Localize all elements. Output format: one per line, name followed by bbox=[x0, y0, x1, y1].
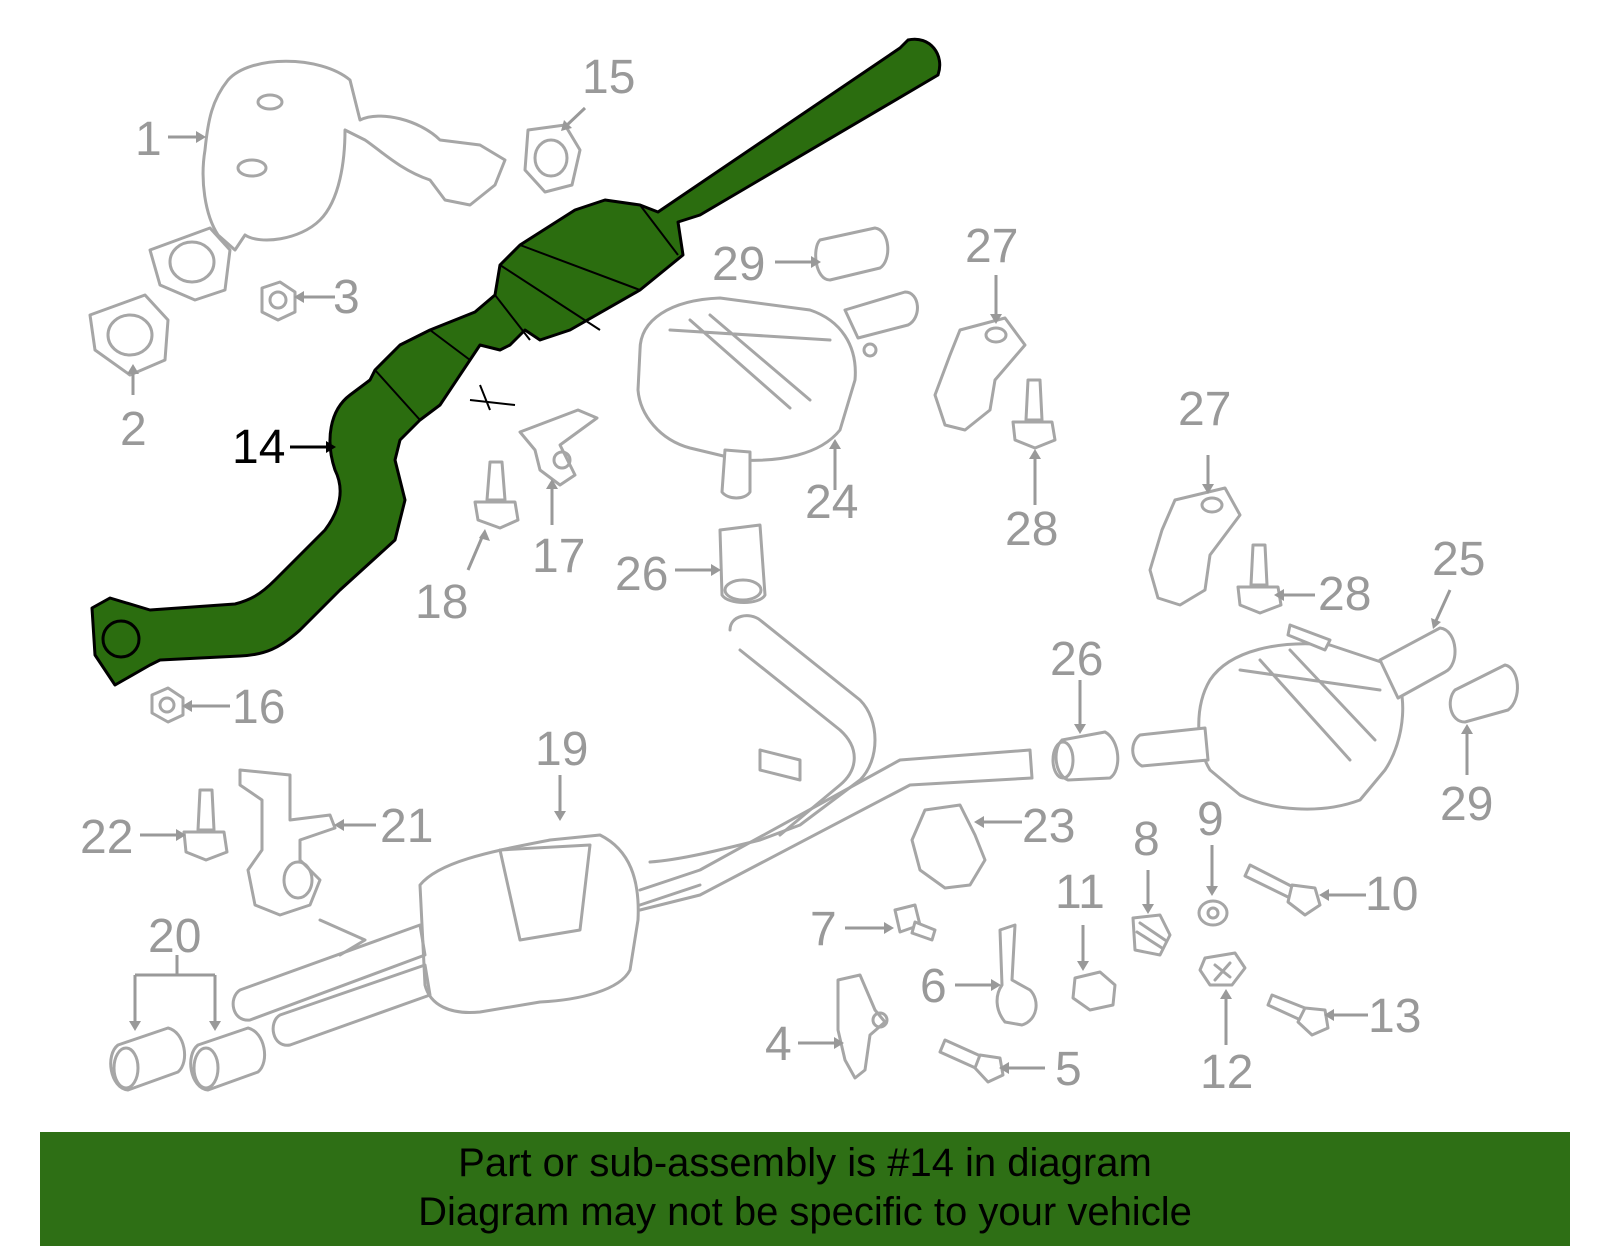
banner-line-disclaimer: Diagram may not be specific to your vehi… bbox=[418, 1190, 1192, 1234]
callout-11[interactable]: 11 bbox=[1055, 866, 1105, 919]
callout-10[interactable]: 10 bbox=[1365, 868, 1418, 921]
callout-6[interactable]: 6 bbox=[920, 960, 947, 1013]
part-27-hanger-upper[interactable] bbox=[933, 316, 1027, 432]
callout-29-upper[interactable]: 29 bbox=[712, 238, 765, 291]
part-4-bracket[interactable] bbox=[836, 973, 889, 1080]
part-26-clamp-lower[interactable] bbox=[1051, 730, 1120, 782]
callout-5[interactable]: 5 bbox=[1055, 1043, 1082, 1096]
part-19-center-muffler-pipe[interactable] bbox=[231, 614, 1034, 1047]
part-11-clip[interactable] bbox=[1071, 970, 1117, 1012]
callout-21[interactable]: 21 bbox=[380, 800, 433, 853]
info-banner: Part or sub-assembly is #14 in diagram D… bbox=[40, 1132, 1570, 1246]
part-17-bracket[interactable] bbox=[518, 408, 599, 487]
callout-27-lower[interactable]: 27 bbox=[1178, 383, 1231, 436]
callout-1[interactable]: 1 bbox=[135, 113, 162, 166]
part-12-screw[interactable] bbox=[1198, 951, 1247, 987]
part-2-gasket[interactable] bbox=[88, 293, 170, 377]
part-8-bushing[interactable] bbox=[1131, 913, 1172, 957]
callout-24[interactable]: 24 bbox=[805, 476, 858, 529]
callout-13[interactable]: 13 bbox=[1368, 990, 1421, 1043]
banner-line-part-info: Part or sub-assembly is #14 in diagram bbox=[458, 1141, 1152, 1185]
part-24-rear-muffler[interactable] bbox=[636, 290, 919, 500]
callout-15[interactable]: 15 bbox=[582, 51, 635, 104]
part-5-bolt[interactable] bbox=[938, 1038, 1005, 1084]
callout-labels: 1 2 3 4 5 6 7 8 9 10 11 12 13 14 15 16 1… bbox=[80, 51, 1493, 1099]
part-29-tip-top[interactable] bbox=[814, 226, 890, 282]
part-20-clamp-left[interactable] bbox=[109, 1026, 187, 1092]
part-16-nut[interactable] bbox=[150, 686, 185, 724]
callout-16[interactable]: 16 bbox=[232, 681, 285, 734]
callout-28-upper[interactable]: 28 bbox=[1005, 503, 1058, 556]
callout-28-lower[interactable]: 28 bbox=[1318, 568, 1371, 621]
part-21-hanger-bracket[interactable] bbox=[238, 768, 337, 917]
part-9-washer[interactable] bbox=[1197, 899, 1229, 927]
part-27-hanger-lower[interactable] bbox=[1148, 486, 1242, 607]
part-28-bolt-upper[interactable] bbox=[1011, 378, 1057, 450]
part-18-bolt[interactable] bbox=[473, 460, 520, 530]
part-14-front-pipe-highlighted[interactable] bbox=[90, 37, 942, 687]
part-23-isolator[interactable] bbox=[910, 803, 987, 890]
arrowheads bbox=[127, 120, 1473, 1074]
callout-26-upper[interactable]: 26 bbox=[615, 548, 668, 601]
callout-19[interactable]: 19 bbox=[535, 723, 588, 776]
part-22-bolt[interactable] bbox=[182, 788, 229, 862]
part-20-clamp-right[interactable] bbox=[189, 1026, 267, 1092]
callout-22[interactable]: 22 bbox=[80, 811, 133, 864]
callout-8[interactable]: 8 bbox=[1133, 813, 1160, 866]
callout-12[interactable]: 12 bbox=[1200, 1046, 1253, 1099]
callout-20[interactable]: 20 bbox=[148, 910, 201, 963]
part-7-bolt[interactable] bbox=[893, 903, 937, 942]
callout-9[interactable]: 9 bbox=[1197, 793, 1224, 846]
callout-18[interactable]: 18 bbox=[415, 576, 468, 629]
callout-25[interactable]: 25 bbox=[1432, 533, 1485, 586]
callout-7[interactable]: 7 bbox=[810, 903, 837, 956]
part-3-nut[interactable] bbox=[260, 280, 297, 322]
part-1-catalytic-converter[interactable] bbox=[148, 59, 507, 302]
part-29-tip-lower[interactable] bbox=[1448, 663, 1519, 724]
part-13-bolt[interactable] bbox=[1266, 993, 1330, 1037]
callout-3[interactable]: 3 bbox=[333, 271, 360, 324]
callout-2[interactable]: 2 bbox=[120, 403, 147, 456]
callout-14-selected[interactable]: 14 bbox=[232, 421, 285, 474]
callout-23[interactable]: 23 bbox=[1022, 800, 1075, 853]
part-6-bracket[interactable] bbox=[995, 923, 1038, 1027]
callout-27-upper[interactable]: 27 bbox=[965, 220, 1018, 273]
callout-29-lower[interactable]: 29 bbox=[1440, 778, 1493, 831]
part-15-gasket[interactable] bbox=[523, 123, 582, 194]
callout-17[interactable]: 17 bbox=[532, 530, 585, 583]
leader-lines bbox=[131, 106, 1469, 1070]
callout-4[interactable]: 4 bbox=[765, 1018, 792, 1071]
part-28-bolt-lower[interactable] bbox=[1236, 543, 1283, 615]
part-26-clamp-upper[interactable] bbox=[718, 523, 767, 604]
part-10-bolt[interactable] bbox=[1243, 863, 1322, 917]
callout-26-lower[interactable]: 26 bbox=[1050, 633, 1103, 686]
part-25-rear-muffler-right[interactable] bbox=[1131, 623, 1457, 811]
